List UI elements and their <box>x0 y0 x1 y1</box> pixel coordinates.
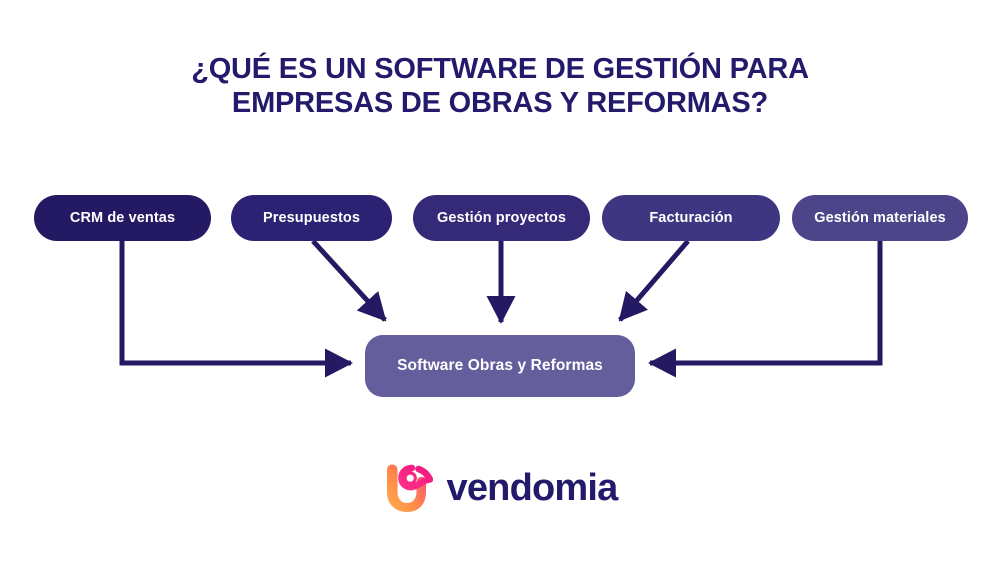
source-box-presupuestos[interactable]: Presupuestos <box>231 195 392 241</box>
connector-crm-de-ventas <box>119 241 354 378</box>
connector-facturacion <box>618 239 690 322</box>
brand-logo: vendomia <box>0 458 1000 518</box>
source-box-gestion-proyectos[interactable]: Gestión proyectos <box>413 195 590 241</box>
connector-gestion-materiales <box>647 241 883 378</box>
vendomia-mark-icon <box>386 464 433 512</box>
page-title-line-1: ¿QUÉ ES UN SOFTWARE DE GESTIÓN PARA <box>191 53 809 85</box>
source-box-facturacion[interactable]: Facturación <box>602 195 780 241</box>
source-box-label: Facturación <box>649 210 733 226</box>
source-box-label: Presupuestos <box>262 210 361 226</box>
connector-presupuestos <box>311 239 387 322</box>
page-title: ¿QUÉ ES UN SOFTWARE DE GESTIÓN PARA EMPR… <box>0 52 1000 120</box>
source-box-label: Gestión proyectos <box>436 210 566 226</box>
source-box-label: Gestión materiales <box>814 210 946 226</box>
page-title-line-2: EMPRESAS DE OBRAS Y REFORMAS? <box>231 87 769 119</box>
target-box-software-obras-y-reformas[interactable]: Software Obras y Reformas <box>365 335 635 397</box>
source-box-crm-de-ventas[interactable]: CRM de ventas <box>34 195 211 241</box>
source-box-gestion-materiales[interactable]: Gestión materiales <box>792 195 968 241</box>
vendomia-wordmark: vendomia <box>446 467 619 509</box>
target-box-label: Software Obras y Reformas <box>397 357 603 374</box>
source-box-label: CRM de ventas <box>69 210 176 226</box>
